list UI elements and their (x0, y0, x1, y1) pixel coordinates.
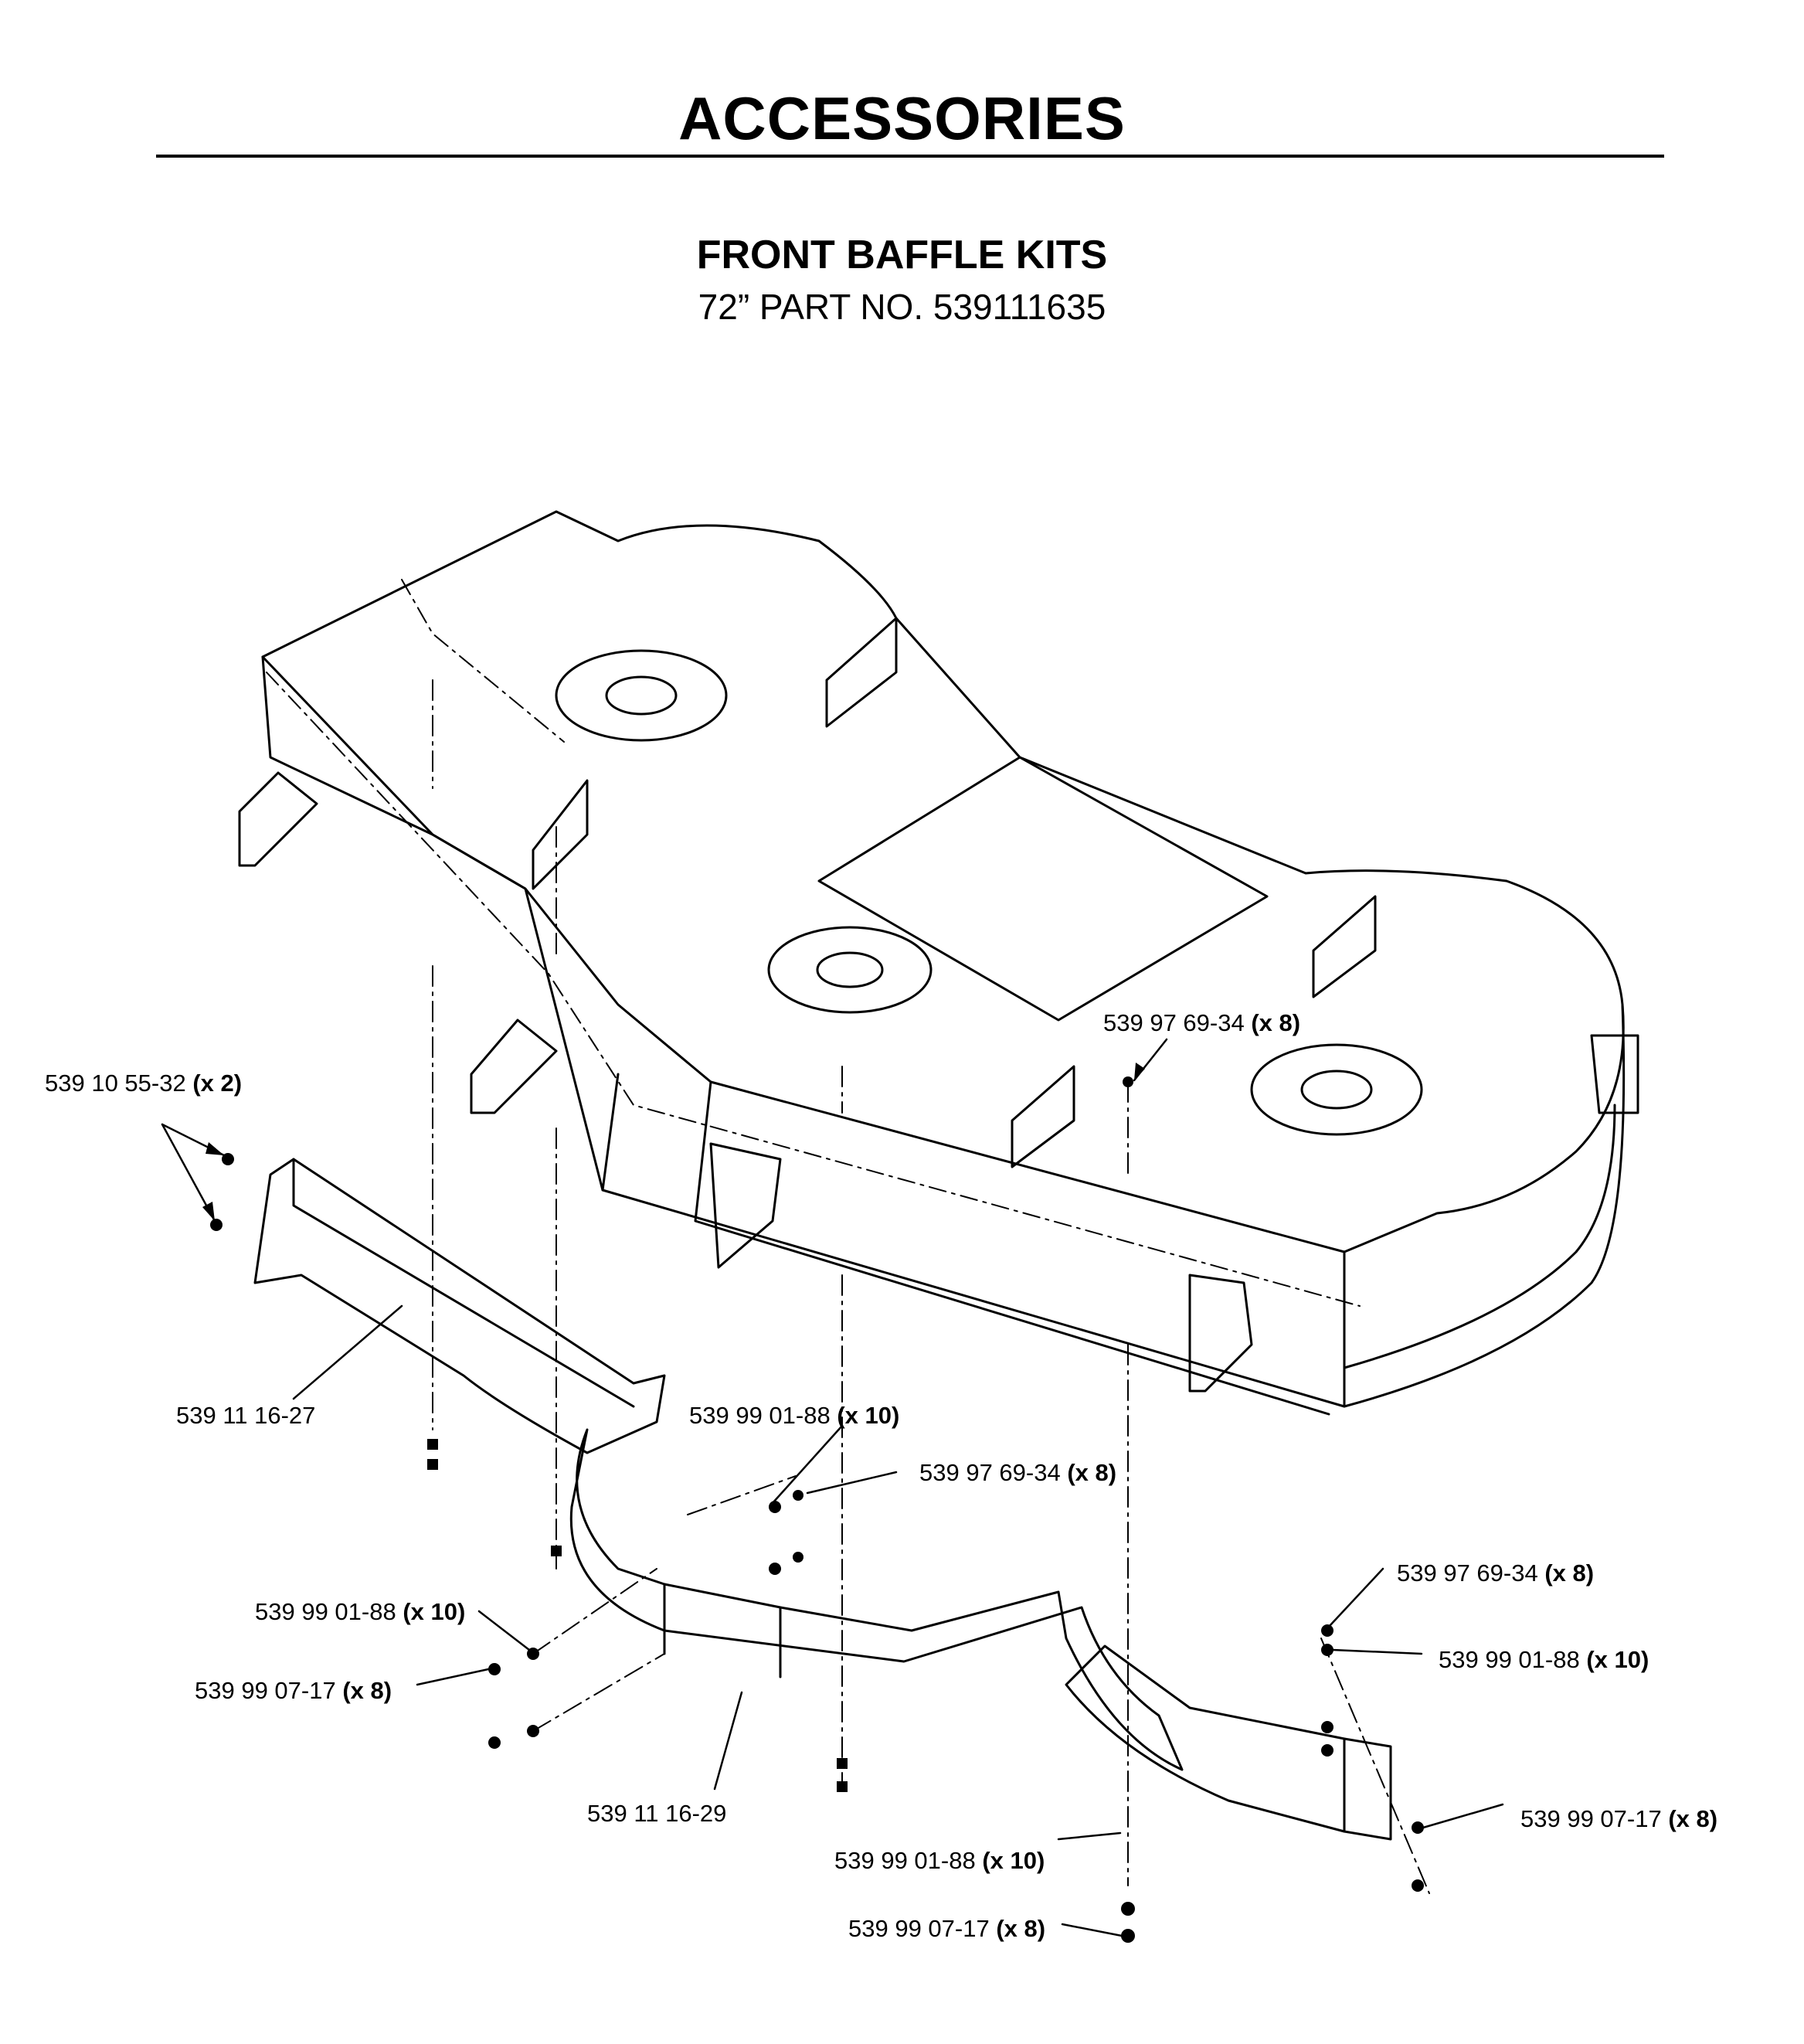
deck-hidden-edge (266, 579, 1361, 1307)
callout-539-99-01-88-bottom: 539 99 01-88 (x 10) (834, 1848, 1045, 1872)
callout-quantity: (x 8) (1544, 1559, 1595, 1587)
callout-539-99-07-17-right: 539 99 07-17 (x 8) (1520, 1807, 1717, 1831)
callout-539-99-01-88-center: 539 99 01-88 (x 10) (689, 1403, 899, 1427)
callout-quantity: (x 10) (1586, 1646, 1649, 1673)
baffle-left (253, 1158, 666, 1454)
callout-539-99-01-88-right: 539 99 01-88 (x 10) (1439, 1648, 1649, 1672)
callout-539-97-69-34-upper: 539 97 69-34 (x 8) (1103, 1011, 1300, 1035)
callout-part-number: 539 97 69-34 (919, 1459, 1061, 1486)
spindle-center (767, 926, 933, 1014)
callout-part-number: 539 10 55-32 (45, 1070, 186, 1097)
callout-quantity: (x 8) (996, 1915, 1046, 1942)
kit-part-number: 72” PART NO. 539111635 (698, 287, 1106, 327)
callout-quantity: (x 8) (1668, 1805, 1718, 1832)
deck-bracket (1590, 1034, 1639, 1114)
callout-part-number: 539 99 01-88 (1439, 1646, 1580, 1673)
callout-part-number: 539 11 16-29 (587, 1800, 727, 1827)
deck-front-face (601, 1073, 1330, 1416)
callout-part-number: 539 99 07-17 (848, 1915, 990, 1942)
callout-539-11-16-29: 539 11 16-29 (587, 1801, 726, 1825)
baffle-right (1065, 1644, 1392, 1841)
hardware (210, 1076, 1424, 1943)
deck-bracket (1312, 895, 1377, 998)
mower-deck (238, 510, 1639, 1416)
callout-part-number: 539 99 07-17 (1520, 1805, 1662, 1832)
callout-part-number: 539 99 07-17 (195, 1677, 336, 1704)
leader-arrowheads (202, 1063, 1145, 1221)
callout-part-number: 539 11 16-27 (176, 1402, 316, 1429)
callout-539-99-07-17-left: 539 99 07-17 (x 8) (195, 1678, 392, 1702)
spindle-right (1250, 1043, 1423, 1136)
callout-quantity: (x 8) (1251, 1009, 1301, 1036)
callout-quantity: (x 8) (1067, 1459, 1117, 1486)
leader-lines (161, 1038, 1504, 1937)
section-title: FRONT BAFFLE KITS (696, 233, 1108, 277)
deck-top-outline (261, 510, 1625, 1253)
callout-539-97-69-34-center: 539 97 69-34 (x 8) (919, 1461, 1116, 1485)
callout-part-number: 539 99 01-88 (689, 1402, 831, 1429)
deck-bracket (709, 1142, 782, 1269)
callout-part-number: 539 97 69-34 (1103, 1009, 1245, 1036)
deck-bracket (238, 771, 318, 867)
baffle-center (569, 1428, 1184, 1771)
callout-part-number: 539 97 69-34 (1397, 1559, 1538, 1587)
callout-539-97-69-34-right: 539 97 69-34 (x 8) (1397, 1561, 1594, 1585)
title-rule (156, 155, 1664, 158)
callout-part-number: 539 99 01-88 (255, 1598, 396, 1625)
assembly-lines (432, 679, 1430, 1894)
callout-quantity: (x 10) (837, 1402, 900, 1429)
callout-quantity: (x 8) (342, 1677, 392, 1704)
deck-bracket (1188, 1274, 1253, 1393)
deck-bracket (532, 779, 589, 890)
center-plate (817, 756, 1269, 1022)
spindle-left (555, 649, 728, 742)
callout-539-11-16-27: 539 11 16-27 (176, 1403, 315, 1427)
callout-part-number: 539 99 01-88 (834, 1847, 976, 1874)
callout-quantity: (x 10) (403, 1598, 466, 1625)
deck-bracket (1011, 1065, 1075, 1168)
callout-539-99-07-17-bottom: 539 99 07-17 (x 8) (848, 1916, 1045, 1940)
deck-bracket (825, 617, 898, 728)
deck-bracket (470, 1019, 558, 1114)
deck-lower-edge (1343, 1104, 1616, 1369)
callout-quantity: (x 2) (192, 1070, 243, 1097)
page-title: ACCESSORIES (678, 84, 1126, 152)
deck-right-skirt (1343, 1003, 1626, 1408)
callout-539-99-01-88-left: 539 99 01-88 (x 10) (255, 1600, 465, 1624)
callout-quantity: (x 10) (982, 1847, 1045, 1874)
callout-539-10-55-32: 539 10 55-32 (x 2) (45, 1071, 242, 1095)
